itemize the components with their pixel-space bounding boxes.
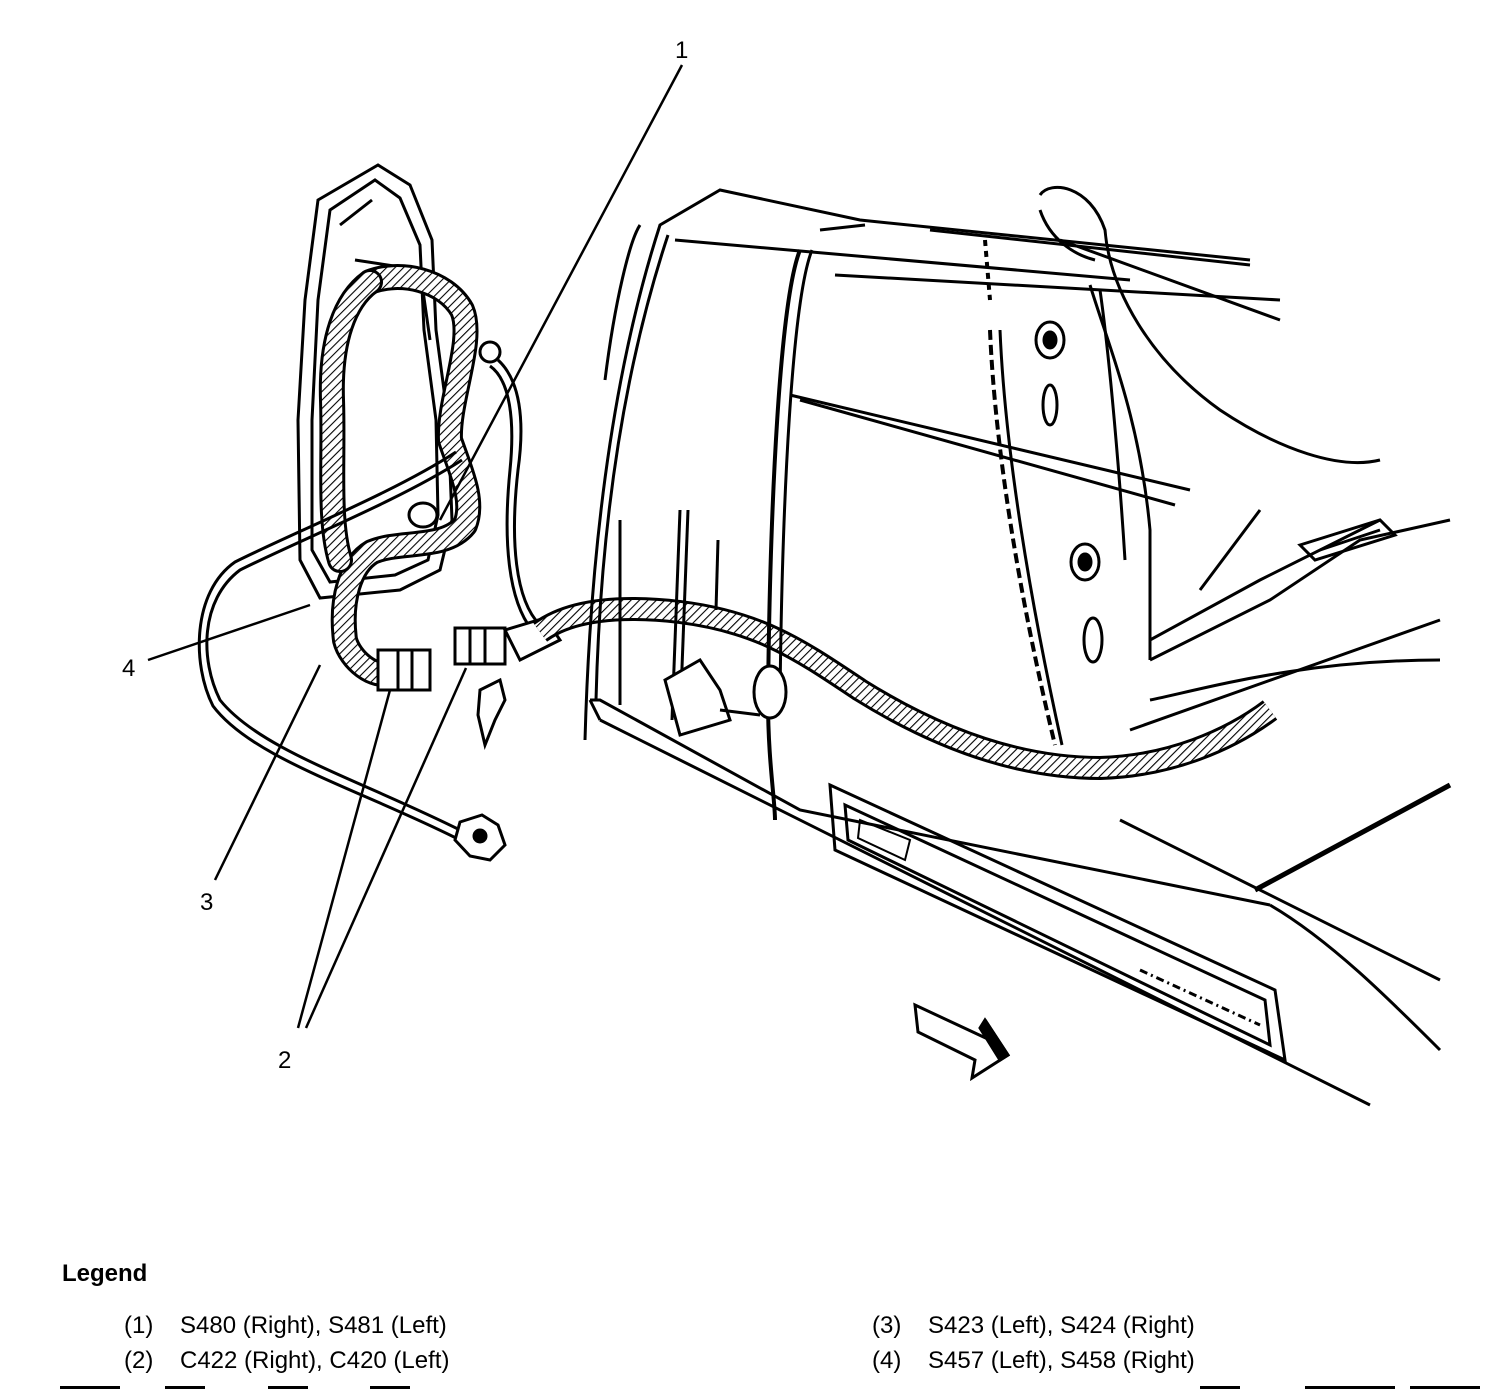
legend-item-text: S457 (Left), S458 (Right) [928,1347,1195,1374]
legend-title: Legend [62,1260,148,1287]
legend-item-text: S423 (Left), S424 (Right) [928,1312,1195,1339]
lamp-pigtail-wire [478,340,542,631]
bottom-rule [1200,1386,1240,1389]
legend-item-1: (1) S480 (Right), S481 (Left) [124,1312,447,1340]
callout-2: 2 [278,1047,291,1074]
callout-3: 3 [200,889,213,916]
body-harness [532,597,1278,781]
wiring-harness-diagram: 1 4 3 2 [122,37,1452,1107]
legend-item-2: (2) C422 (Right), C420 (Left) [124,1347,449,1375]
bottom-rule [60,1386,120,1389]
callout-leaders [147,64,684,1029]
forward-arrow-icon [913,1002,1011,1082]
bottom-rule [268,1386,308,1389]
legend-item-number: (2) [124,1347,154,1374]
bottom-rule [165,1386,205,1389]
body-fasteners [663,320,1104,737]
callout-1: 1 [675,37,688,64]
callout-4: 4 [122,655,135,682]
license-plate-pocket [828,782,1287,1063]
bottom-rule [370,1386,410,1389]
connector-assembly [376,616,563,750]
vehicle-body-outline [583,186,1452,1107]
bottom-rule [1305,1386,1395,1389]
legend-item-text: C422 (Right), C420 (Left) [180,1347,450,1374]
lamp-harness-loop [318,264,482,687]
legend-item-text: S480 (Right), S481 (Left) [180,1312,447,1339]
legend-item-number: (4) [872,1347,902,1374]
legend-item-3: (3) S423 (Left), S424 (Right) [872,1312,1195,1340]
ground-wire [197,450,507,862]
bottom-rule [1410,1386,1480,1389]
legend-item-number: (3) [872,1312,902,1339]
legend-item-number: (1) [124,1312,154,1339]
legend-item-4: (4) S457 (Left), S458 (Right) [872,1347,1195,1375]
